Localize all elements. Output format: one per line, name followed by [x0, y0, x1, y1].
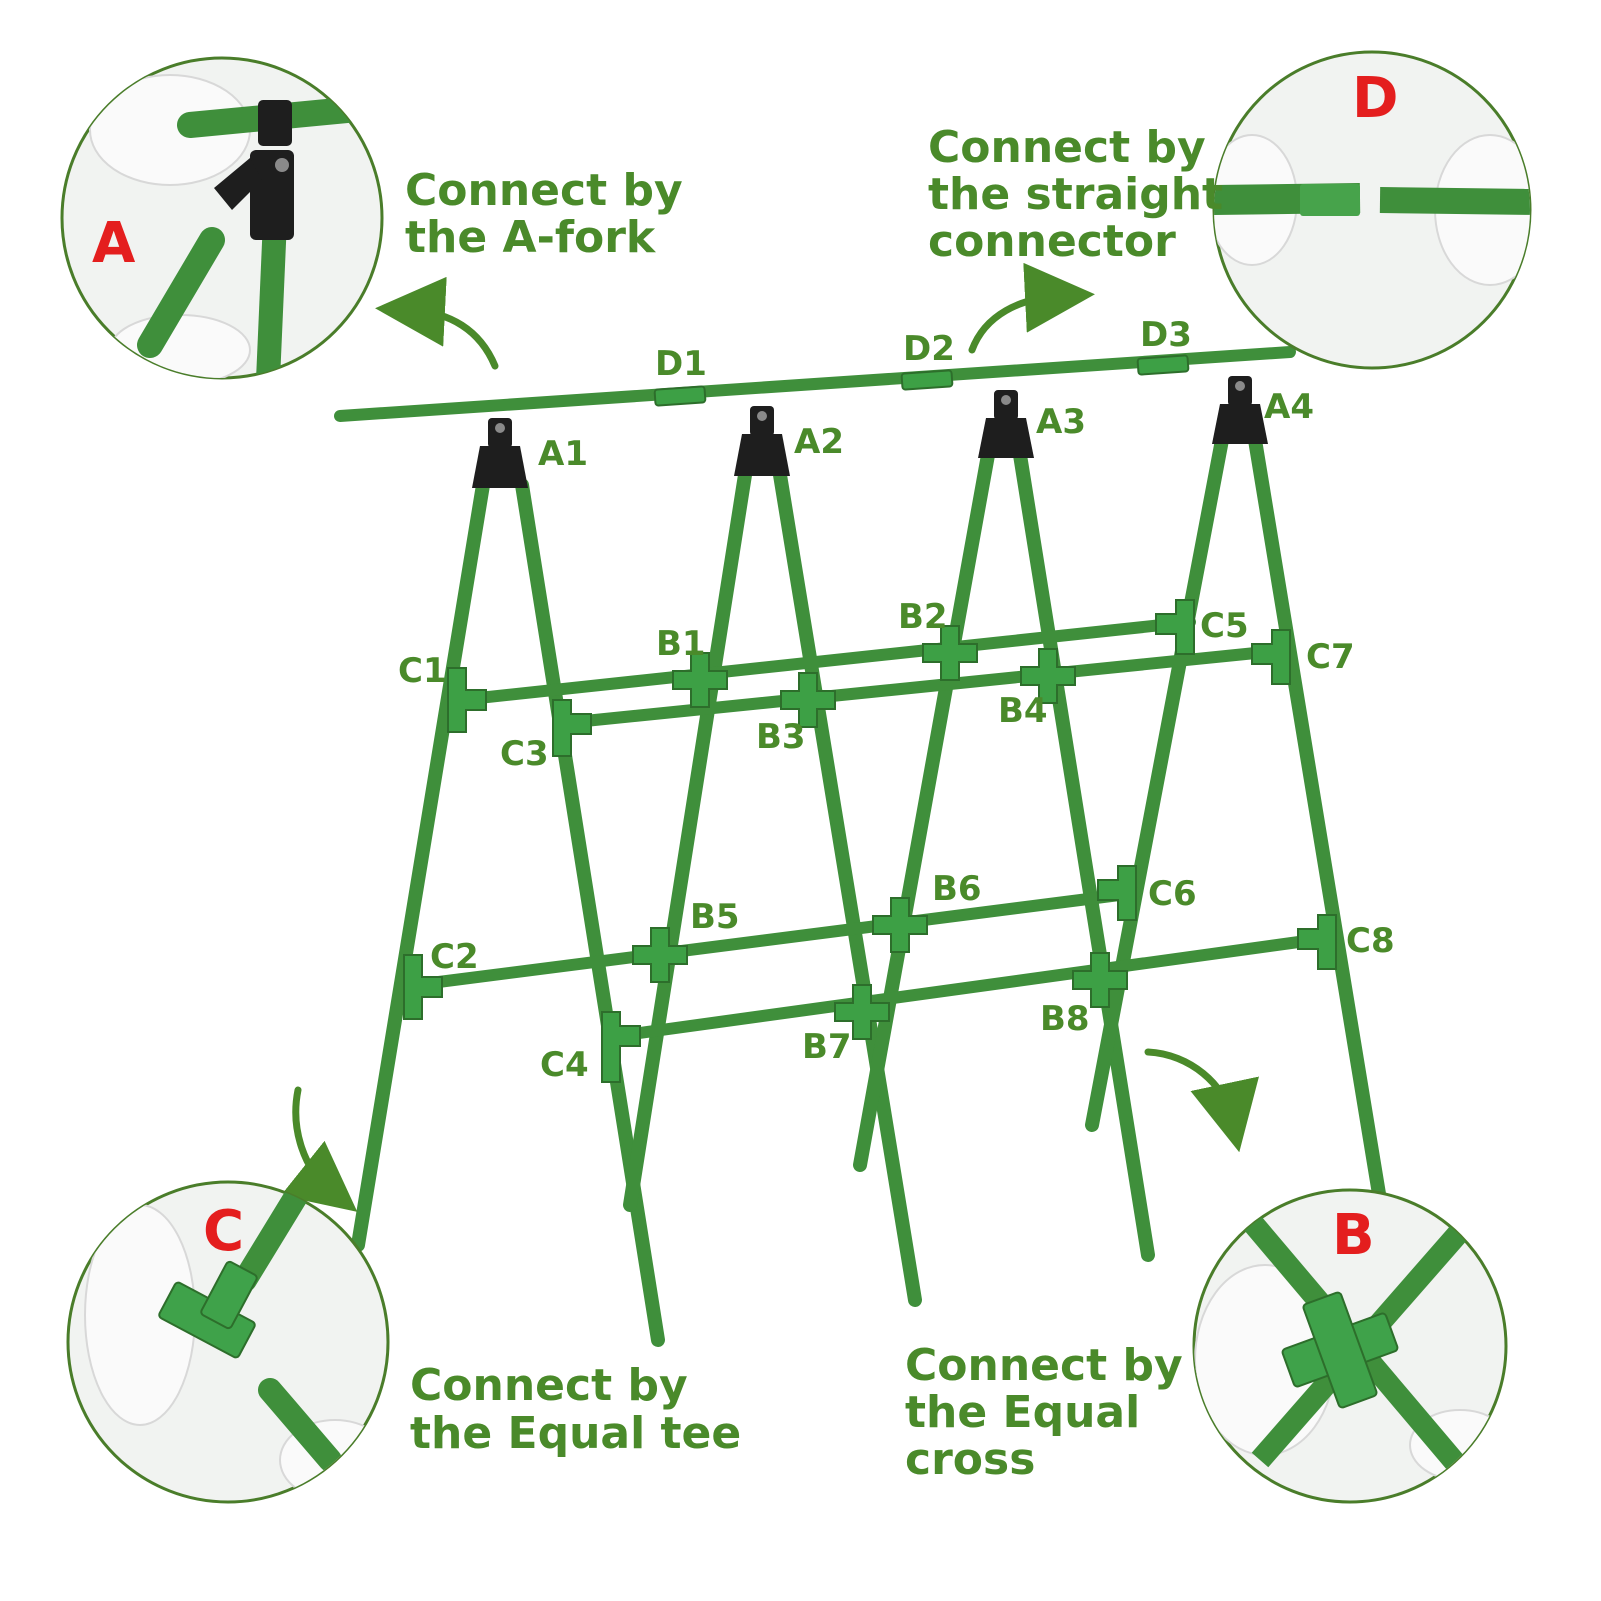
callout-d-text-line1: Connect by — [928, 122, 1206, 173]
tee-connector-c1 — [447, 667, 487, 733]
leg-a1-back — [515, 478, 665, 1347]
callout-b-text-line1: Connect by — [905, 1340, 1183, 1391]
callout-a-letter: A — [92, 211, 136, 276]
equal-tee-connector-icon — [158, 1260, 258, 1359]
tee-connector-c6 — [1097, 865, 1137, 921]
callout-a-text-line2: the A-fork — [405, 212, 657, 263]
callout-c: C — [66, 1180, 390, 1504]
label-c6: C6 — [1148, 874, 1197, 914]
tee-connector-c3 — [552, 699, 592, 757]
label-a4: A4 — [1264, 387, 1314, 427]
label-c5: C5 — [1200, 606, 1249, 646]
cross-connector-b1 — [672, 652, 728, 708]
crossbar-lower-back — [619, 931, 1341, 1041]
straight-connector-d2 — [900, 369, 954, 391]
label-c1: C1 — [398, 651, 447, 691]
straight-connectors — [653, 354, 1190, 407]
part-labels: A1 A2 A3 A4 D1 D2 D3 B1 B2 B3 B4 B5 B6 B… — [398, 315, 1395, 1085]
curved-arrow-icon — [1144, 1048, 1259, 1153]
a-fork-connector-icon — [214, 100, 294, 240]
top-bar — [334, 346, 1296, 422]
label-c2: C2 — [430, 937, 479, 977]
equal-cross-connector-icon — [1281, 1291, 1399, 1409]
callout-d-letter: D — [1352, 66, 1398, 131]
straight-connector-icon — [1300, 184, 1360, 216]
curved-arrow-icon — [280, 1086, 358, 1212]
tee-connector-c4 — [601, 1011, 641, 1083]
trellis-frame — [334, 346, 1387, 1347]
leg-a3-back — [1013, 448, 1155, 1262]
callout-b: B — [1192, 1188, 1508, 1504]
label-a2: A2 — [794, 422, 844, 462]
leg-a1-front — [351, 478, 490, 1252]
label-b4: B4 — [998, 691, 1048, 731]
label-d1: D1 — [655, 344, 707, 384]
label-b3: B3 — [756, 717, 806, 757]
callout-c-letter: C — [203, 1199, 244, 1264]
label-c7: C7 — [1306, 637, 1355, 677]
label-c3: C3 — [500, 734, 549, 774]
callout-a-text-line1: Connect by — [405, 165, 683, 216]
label-a1: A1 — [538, 434, 588, 474]
label-b5: B5 — [690, 897, 740, 937]
leg-a2-front — [623, 468, 752, 1212]
tee-connector-c5 — [1155, 599, 1195, 655]
a-fork-a4 — [1212, 376, 1268, 444]
crossbar-upper-front — [454, 616, 1196, 706]
crossbar-upper-back — [569, 644, 1291, 728]
label-b8: B8 — [1040, 999, 1090, 1039]
straight-connector-d1 — [653, 385, 707, 407]
cross-connector-b5 — [632, 927, 688, 983]
callout-d-text-line2: the straight — [928, 169, 1223, 220]
callout-b-letter: B — [1332, 1203, 1375, 1268]
tee-connector-c2 — [403, 954, 443, 1020]
label-c4: C4 — [540, 1045, 589, 1085]
label-d2: D2 — [903, 329, 955, 369]
cross-connector-b8 — [1072, 952, 1128, 1008]
crossbar-lower-front — [409, 887, 1141, 991]
label-b7: B7 — [802, 1027, 852, 1067]
callout-b-text-line3: cross — [905, 1434, 1035, 1485]
cross-connector-b6 — [872, 897, 928, 953]
label-b2: B2 — [898, 597, 948, 637]
curved-arrow-icon — [375, 276, 499, 370]
label-c8: C8 — [1346, 921, 1395, 961]
cross-connector-b2 — [922, 625, 978, 681]
a-fork-a2 — [734, 406, 790, 476]
tee-connector-c8 — [1297, 914, 1337, 970]
cross-connector-b4 — [1020, 648, 1076, 704]
leg-a3-front — [853, 448, 995, 1172]
curved-arrows — [280, 262, 1259, 1212]
cross-connector-b7 — [834, 984, 890, 1040]
tee-connector-c7 — [1251, 629, 1291, 685]
leg-a4-back — [1248, 433, 1387, 1207]
leg-a4-front — [1085, 433, 1229, 1132]
straight-connector-d3 — [1136, 354, 1190, 376]
label-d3: D3 — [1140, 315, 1192, 355]
callout-a: A — [60, 56, 384, 380]
label-b1: B1 — [656, 624, 706, 664]
a-forks — [472, 376, 1268, 488]
cross-connectors — [632, 625, 1128, 1040]
callout-d: D — [1212, 50, 1532, 370]
a-fork-a1 — [472, 418, 528, 488]
a-fork-a3 — [978, 390, 1034, 458]
label-a3: A3 — [1036, 402, 1086, 442]
callout-c-text-line1: Connect by — [410, 1360, 688, 1411]
cross-connector-b3 — [780, 672, 836, 728]
curved-arrow-icon — [968, 262, 1095, 354]
callout-d-text-line3: connector — [928, 216, 1176, 267]
callout-c-text-line2: the Equal tee — [410, 1408, 741, 1459]
callout-b-text-line2: the Equal — [905, 1387, 1140, 1438]
tee-connectors — [403, 599, 1337, 1083]
leg-a2-back — [773, 468, 922, 1307]
label-b6: B6 — [932, 869, 982, 909]
